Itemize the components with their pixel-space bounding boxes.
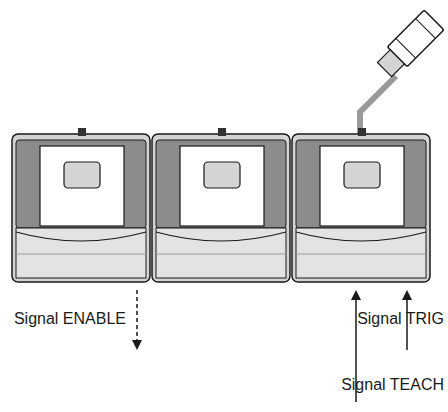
signal-label: Signal TRIG xyxy=(357,310,444,328)
signal-label: Signal ENABLE xyxy=(14,310,126,328)
enable-arrow xyxy=(136,290,138,345)
signal-label: Signal TEACH xyxy=(341,376,444,394)
